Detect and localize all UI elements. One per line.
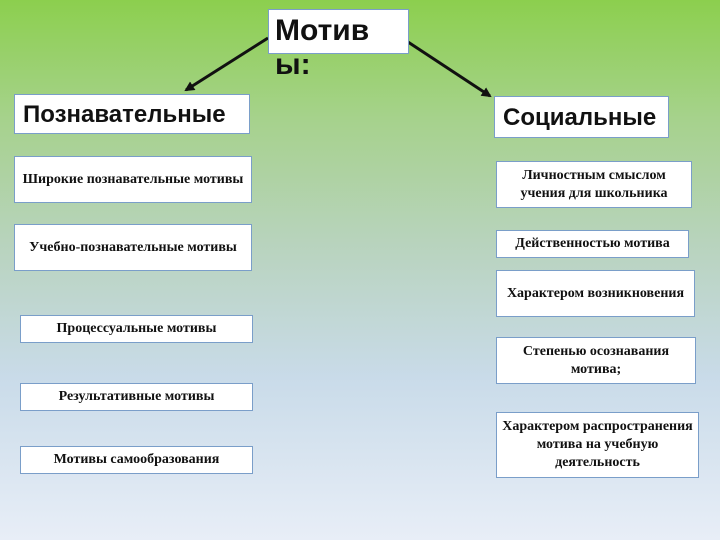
right-item-2: Действенностью мотива	[496, 230, 689, 258]
right-item-5: Характером распространения мотива на уче…	[496, 412, 699, 478]
right-heading-box: Социальные	[494, 96, 669, 138]
right-item-1: Личностным смыслом учения для школьника	[496, 161, 692, 208]
left-item-1: Широкие познавательные мотивы	[14, 156, 252, 203]
left-item-4: Результативные мотивы	[20, 383, 253, 411]
title-box: Мотивы:	[268, 9, 409, 81]
left-item-3: Процессуальные мотивы	[20, 315, 253, 343]
arrow-to-left	[184, 36, 269, 92]
left-heading-box: Познавательные	[14, 94, 250, 134]
right-item-3: Характером возникновения	[496, 270, 695, 317]
arrow-to-right	[407, 40, 492, 98]
left-item-5: Мотивы самообразования	[20, 446, 253, 474]
title-text: Мотивы:	[275, 14, 370, 81]
right-heading-text: Социальные	[503, 104, 657, 131]
right-item-4: Степенью осознавания мотива;	[496, 337, 696, 384]
left-heading-text: Познавательные	[23, 101, 226, 128]
left-item-2: Учебно-познавательные мотивы	[14, 224, 252, 271]
